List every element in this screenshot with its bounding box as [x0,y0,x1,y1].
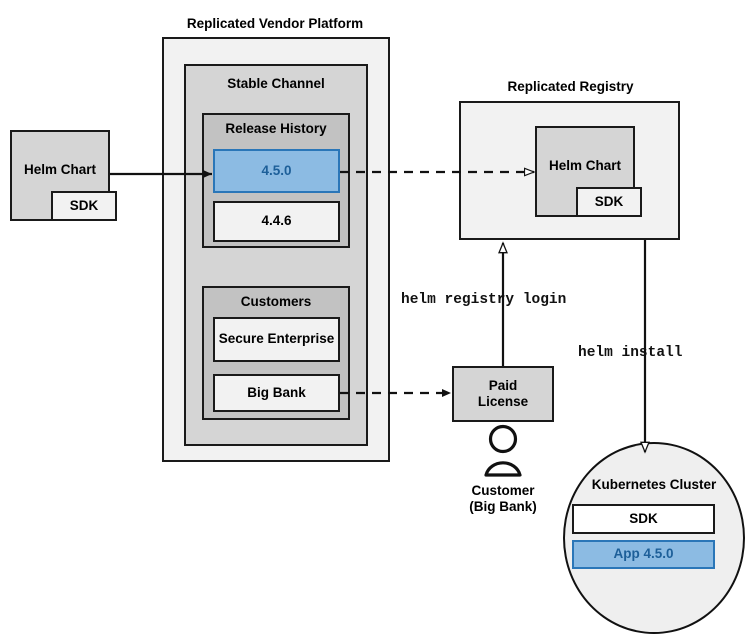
cluster-item-sdk[interactable]: SDK [572,504,715,534]
registry-sdk-label: SDK [594,193,624,209]
source-sdk[interactable]: SDK [51,191,117,221]
registry-sdk[interactable]: SDK [576,187,642,217]
release-item-4-4-6[interactable]: 4.4.6 [213,201,340,242]
kubernetes-cluster-label: Kubernetes Cluster [591,477,717,492]
command-helm-install: helm install [578,345,683,361]
command-helm-registry-login: helm registry login [401,292,567,308]
source-sdk-label: SDK [69,197,99,213]
release-history-label: Release History [225,121,327,136]
customer-secure-enterprise[interactable]: Secure Enterprise [213,317,340,362]
customers-label: Customers [240,294,312,309]
paid-license-box[interactable]: Paid License [452,366,554,422]
customer-big-bank[interactable]: Big Bank [213,374,340,412]
vendor-platform-title: Replicated Vendor Platform [186,16,364,31]
stable-channel-label: Stable Channel [227,76,325,91]
cluster-item-app[interactable]: App 4.5.0 [572,540,715,569]
release-item-4-5-0[interactable]: 4.5.0 [213,149,340,193]
kubernetes-cluster-circle [563,442,745,634]
replicated-registry-title: Replicated Registry [507,79,634,94]
person-icon [484,424,522,477]
paid-license-label: Paid License [477,377,529,409]
source-helm-chart-label: Helm Chart [23,162,96,177]
customer-actor-label: Customer (Big Bank) [469,483,537,514]
registry-helm-chart-label: Helm Chart [548,158,621,173]
